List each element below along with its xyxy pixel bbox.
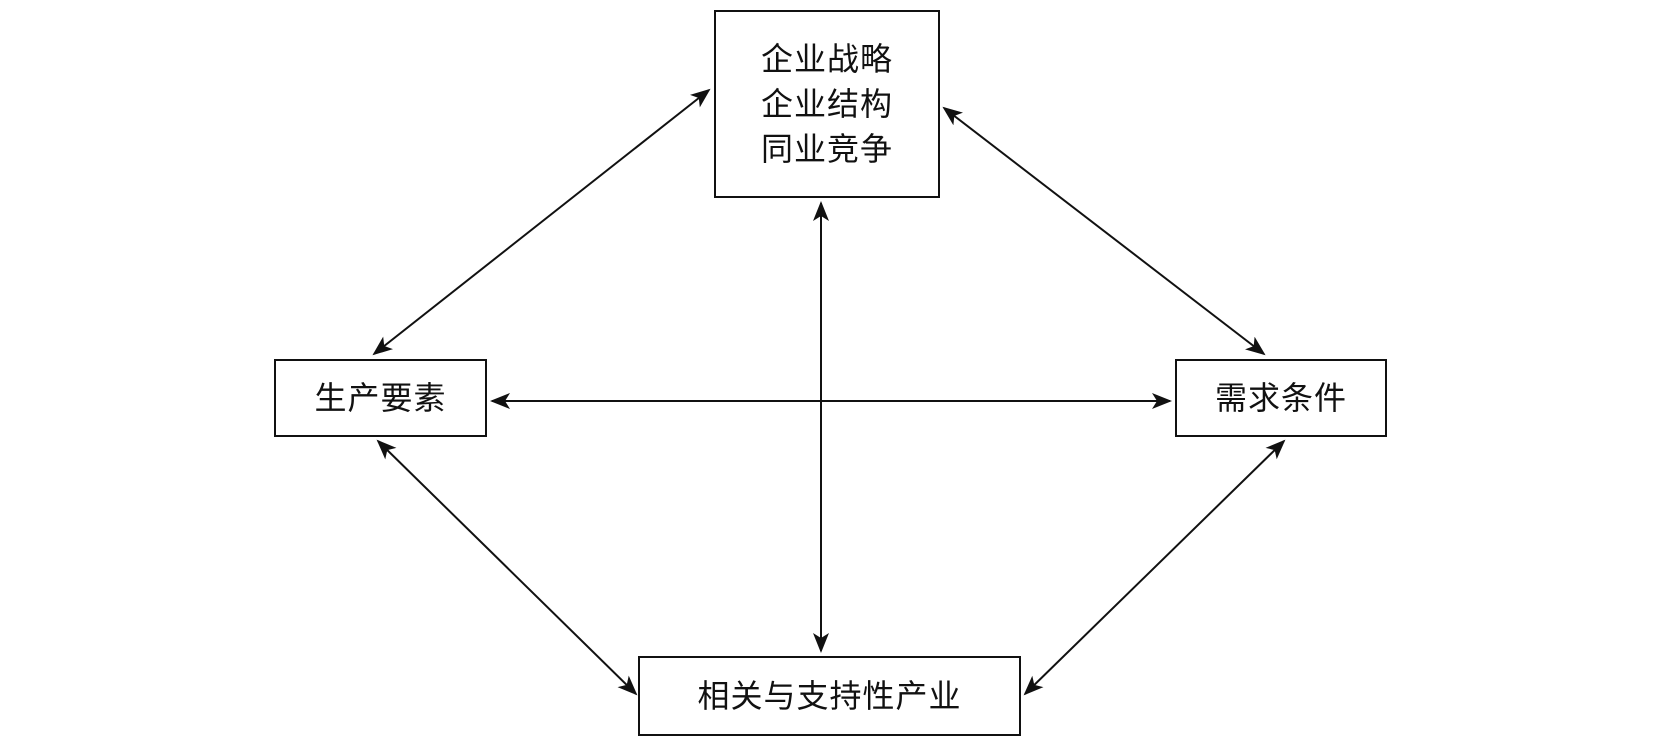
node-demand-conditions: 需求条件: [1175, 359, 1387, 437]
node-related-supporting-industries: 相关与支持性产业: [638, 656, 1021, 736]
node-top-line-1: 企业战略: [760, 39, 893, 78]
node-top-line-3: 同业竞争: [760, 129, 893, 168]
node-left-label: 生产要素: [314, 378, 447, 417]
edge-top-left: [372, 88, 711, 356]
edge-right-bottom: [1023, 439, 1286, 696]
node-enterprise-strategy-structure-competition: 企业战略 企业结构 同业竞争: [714, 10, 940, 198]
edge-top-right: [942, 106, 1266, 356]
node-factor-conditions: 生产要素: [274, 359, 487, 437]
node-top-line-2: 企业结构: [760, 84, 893, 123]
node-right-label: 需求条件: [1214, 378, 1347, 417]
node-bottom-label: 相关与支持性产业: [697, 676, 962, 715]
node-top-label-stack: 企业战略 企业结构 同业竞争: [761, 37, 893, 172]
edge-left-bottom: [376, 439, 638, 696]
